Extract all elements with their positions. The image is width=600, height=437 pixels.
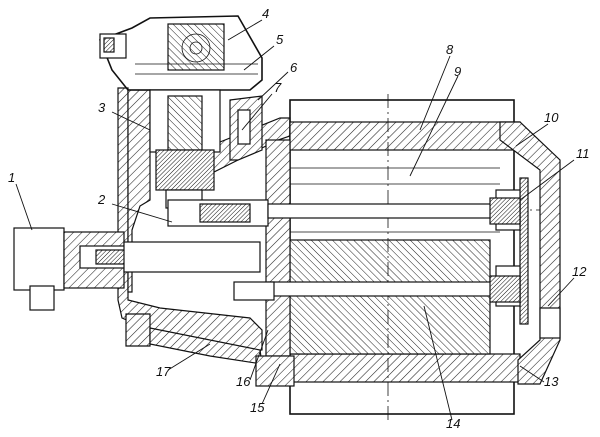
callout-15: 15: [250, 400, 265, 415]
callout-14: 14: [446, 416, 460, 431]
part-6-7-block: [229, 95, 263, 161]
callout-2: 2: [97, 192, 106, 207]
callout-1: 1: [8, 170, 15, 185]
leader-lines: [15, 19, 575, 421]
drum-assembly: [200, 94, 560, 420]
callout-13: 13: [544, 374, 559, 389]
top-mechanism: [98, 15, 263, 209]
callout-6: 6: [290, 60, 298, 75]
callout-4: 4: [262, 6, 269, 21]
input-drive: [13, 227, 261, 311]
callout-8: 8: [446, 42, 454, 57]
callout-7: 7: [274, 80, 282, 95]
callout-10: 10: [544, 110, 559, 125]
shafts: [167, 197, 521, 303]
callout-17: 17: [156, 364, 171, 379]
callout-5: 5: [276, 32, 284, 47]
callout-3: 3: [98, 100, 106, 115]
callout-11: 11: [576, 146, 590, 161]
callout-labels: 1 2 3 4 5 6 7 8 9 10 11 12 13 14 15 16 1…: [8, 6, 590, 431]
callout-9: 9: [454, 64, 461, 79]
left-flange: [255, 139, 295, 387]
callout-12: 12: [572, 264, 587, 279]
callout-16: 16: [236, 374, 251, 389]
right-end-housing: [495, 121, 561, 385]
